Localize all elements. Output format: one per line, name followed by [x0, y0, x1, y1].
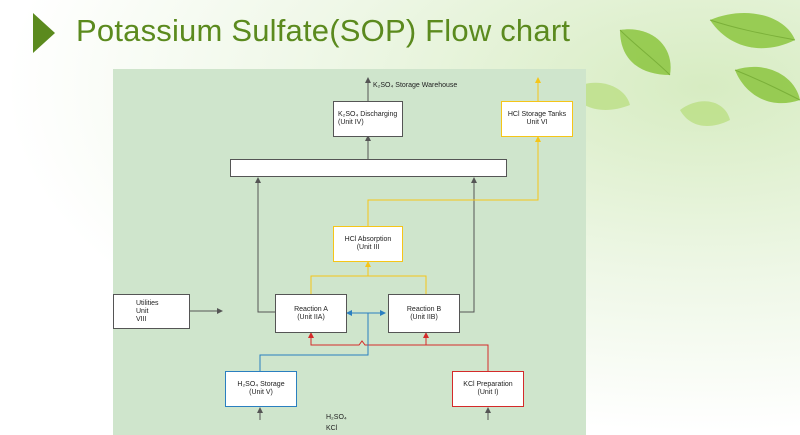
- line-reaction-a-to-collector: [255, 177, 275, 313]
- node-reaction-a-name: Reaction A: [294, 305, 328, 313]
- kcl-feed-label: KCl: [326, 425, 338, 432]
- node-utilities-name: Utilities: [136, 299, 159, 307]
- node-hcl-absorption: HCl Absorption (Unit III: [333, 226, 403, 262]
- node-k2so4-discharging-unit: (Unit IV): [338, 119, 364, 126]
- node-hcl-absorption-unit: (Unit III: [356, 244, 380, 251]
- leaf-decoration: [570, 12, 800, 126]
- node-k2so4-discharging-name: K₂SO₄ Discharging: [338, 111, 398, 118]
- node-hcl-storage-unit: Unit VI: [526, 119, 548, 126]
- slide-title: Potassium Sulfate(SOP) Flow chart: [76, 13, 571, 48]
- warehouse-label: K₂SO₄ Storage Warehouse: [373, 82, 458, 89]
- node-utilities-code: VIII: [136, 315, 147, 323]
- node-kcl-preparation-unit: (Unit I): [477, 389, 499, 396]
- node-utilities-unit: Unit: [136, 307, 149, 315]
- node-reaction-b-name: Reaction B: [406, 305, 442, 313]
- line-h2so4-to-reactions: [259, 313, 369, 371]
- h2so4-feed-label: H₂SO₄: [326, 414, 347, 421]
- line-reaction-b-to-collector: [460, 177, 477, 313]
- node-reaction-b-unit: (Unit IIB): [410, 313, 438, 321]
- node-reaction-a-unit: (Unit IIA): [297, 313, 325, 321]
- node-hcl-storage: HCl Storage Tanks Unit VI: [501, 101, 573, 137]
- node-kcl-preparation: KCl Preparation (Unit I): [452, 371, 524, 407]
- node-h2so4-storage-name: H₂SO₄ Storage: [237, 381, 285, 388]
- node-hcl-storage-name: HCl Storage Tanks: [507, 111, 567, 118]
- node-reaction-a: Reaction A (Unit IIA): [275, 294, 347, 333]
- line-reactions-to-absorption: [310, 275, 427, 294]
- node-k2so4-discharging: K₂SO₄ Discharging (Unit IV): [333, 101, 403, 137]
- node-kcl-preparation-name: KCl Preparation: [463, 381, 513, 388]
- node-hcl-absorption-name: HCl Absorption: [344, 236, 392, 243]
- node-reaction-b: Reaction B (Unit IIB): [388, 294, 460, 333]
- node-utilities: Utilities Unit VIII: [113, 294, 190, 329]
- node-h2so4-storage-unit: (Unit V): [249, 389, 273, 396]
- title-arrow-icon: [33, 13, 55, 53]
- line-kcl-to-reaction-a: [308, 332, 489, 371]
- collector-bar: [230, 159, 507, 177]
- node-h2so4-storage: H₂SO₄ Storage (Unit V): [225, 371, 297, 407]
- line-absorption-to-tanks: [367, 136, 541, 226]
